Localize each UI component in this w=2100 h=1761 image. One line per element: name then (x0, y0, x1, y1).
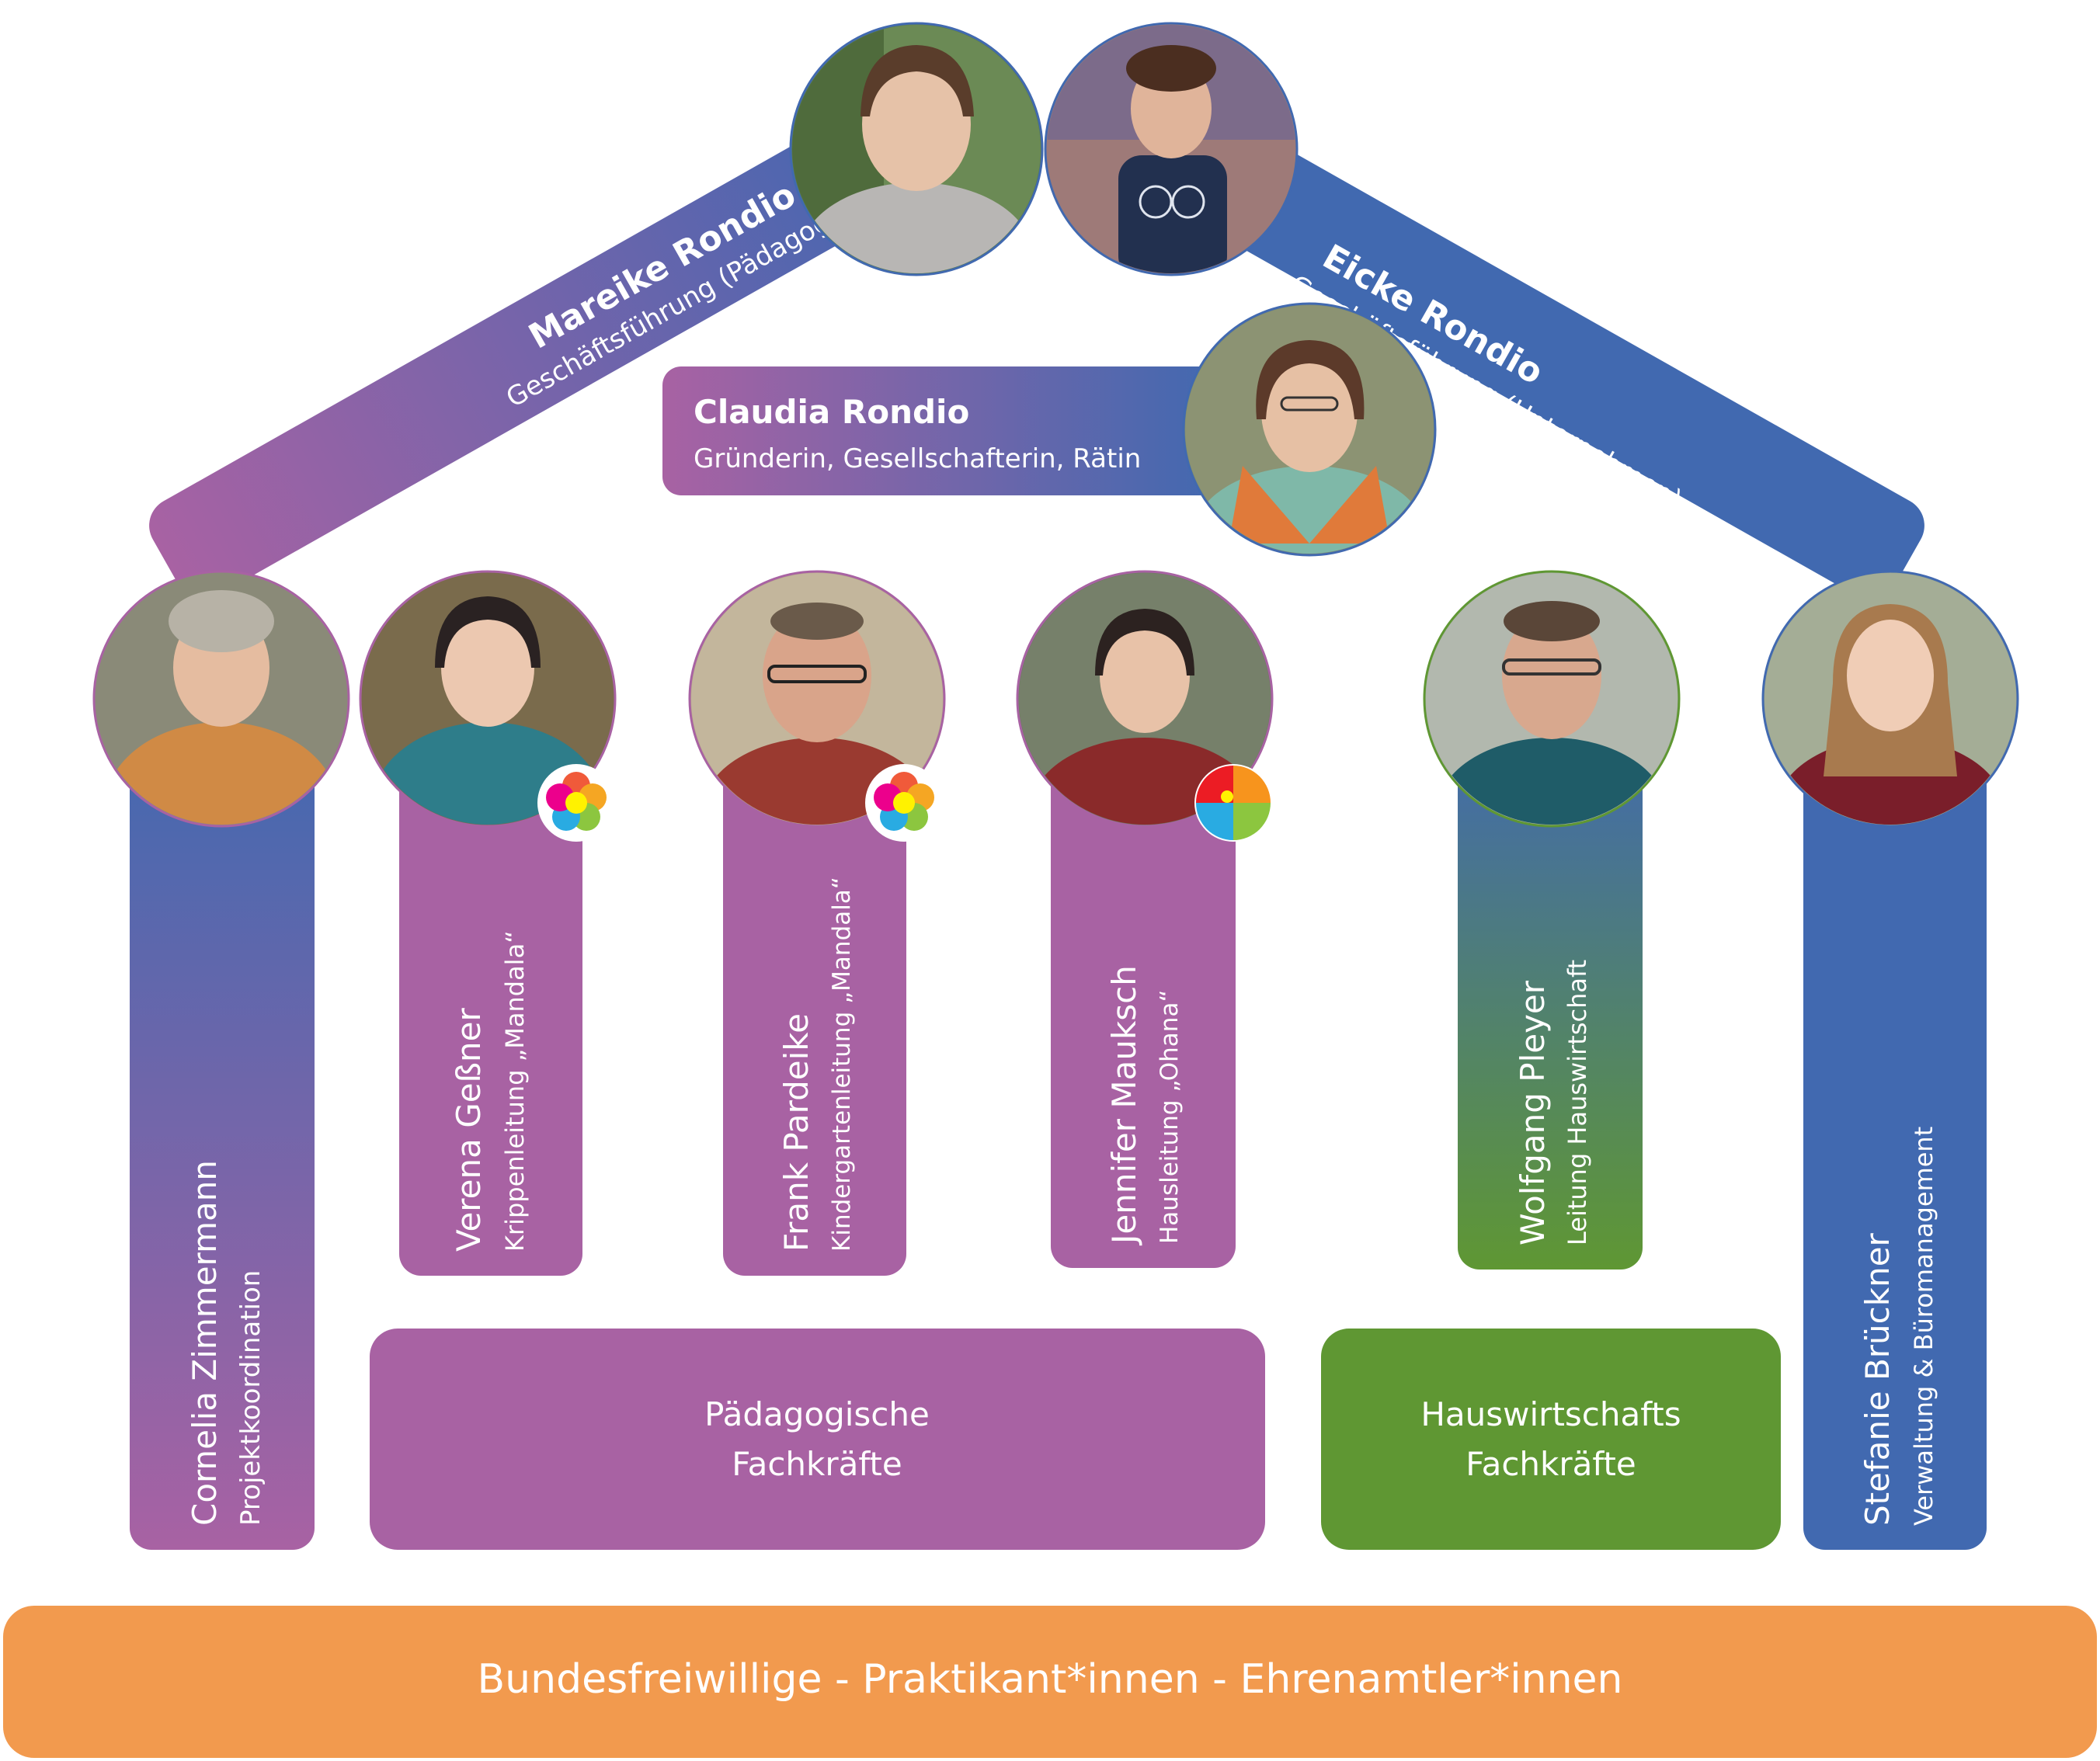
cornelia-role: Projektkoordination (235, 1270, 266, 1526)
pillar-stefanie (1803, 722, 1987, 1550)
mareike-photo (789, 22, 1044, 276)
pillar-jennifer (1051, 722, 1236, 1268)
frank-photo (688, 570, 946, 828)
cornelia-name: Cornelia Zimmermann (186, 1160, 224, 1526)
mandala-logo-icon (537, 764, 615, 842)
claudia-box: Claudia Rondio Gründerin, Gesellschafter… (662, 366, 1222, 495)
stefanie-role: Verwaltung & Büromanagement (1909, 1127, 1938, 1526)
base-bar: Bundesfreiwillige - Praktikant*innen - E… (3, 1606, 2097, 1758)
jennifer-name: Jennifer Mauksch (1105, 965, 1143, 1246)
haus-line2: Fachkräfte (1465, 1445, 1636, 1483)
mandala-logo-icon (865, 764, 943, 842)
paed-line1: Pädagogische (704, 1395, 930, 1433)
haus-line1: Hauswirtschafts (1420, 1395, 1681, 1433)
claudia-name: Claudia Rondio (694, 393, 969, 431)
eicke-photo (1044, 22, 1299, 276)
stefanie-photo (1761, 570, 2019, 828)
frank-name: Frank Pardeike (777, 1013, 815, 1252)
ohana-logo-icon (1194, 764, 1272, 842)
verena-photo (359, 570, 617, 828)
wolfgang-role: Leitung Hauswirtschaft (1563, 960, 1592, 1245)
verena-name: Verena Geßner (450, 1007, 488, 1252)
jennifer-role: Hausleitung „Ohana“ (1156, 990, 1184, 1245)
pillar-cornelia (130, 722, 315, 1550)
claudia-photo (1182, 302, 1437, 557)
frank-role: Kindergartenleitung „Mandala“ (828, 877, 856, 1252)
base-label: Bundesfreiwillige - Praktikant*innen - E… (477, 1656, 1622, 1703)
verena-role: Krippenleitung „Mandala“ (500, 930, 530, 1252)
wolfgang-photo (1423, 570, 1681, 828)
hauswirtschafts-fachkraefte-box: Hauswirtschafts Fachkräfte (1321, 1329, 1781, 1550)
stefanie-name: Stefanie Brückner (1858, 1232, 1897, 1526)
pillar-wolfgang (1458, 722, 1643, 1270)
cornelia-photo (92, 570, 350, 828)
paedagogische-fachkraefte-box: Pädagogische Fachkräfte (370, 1329, 1265, 1550)
paed-line2: Fachkräfte (732, 1445, 902, 1483)
mareike-roof-beam (149, 135, 872, 600)
pillar-frank (723, 722, 906, 1276)
wolfgang-name: Wolfgang Pleyer (1514, 980, 1552, 1245)
claudia-role: Gründerin, Gesellschafterin, Rätin (694, 443, 1141, 474)
eicke-roof-beam (1201, 135, 1924, 600)
pillar-verena (399, 722, 582, 1276)
